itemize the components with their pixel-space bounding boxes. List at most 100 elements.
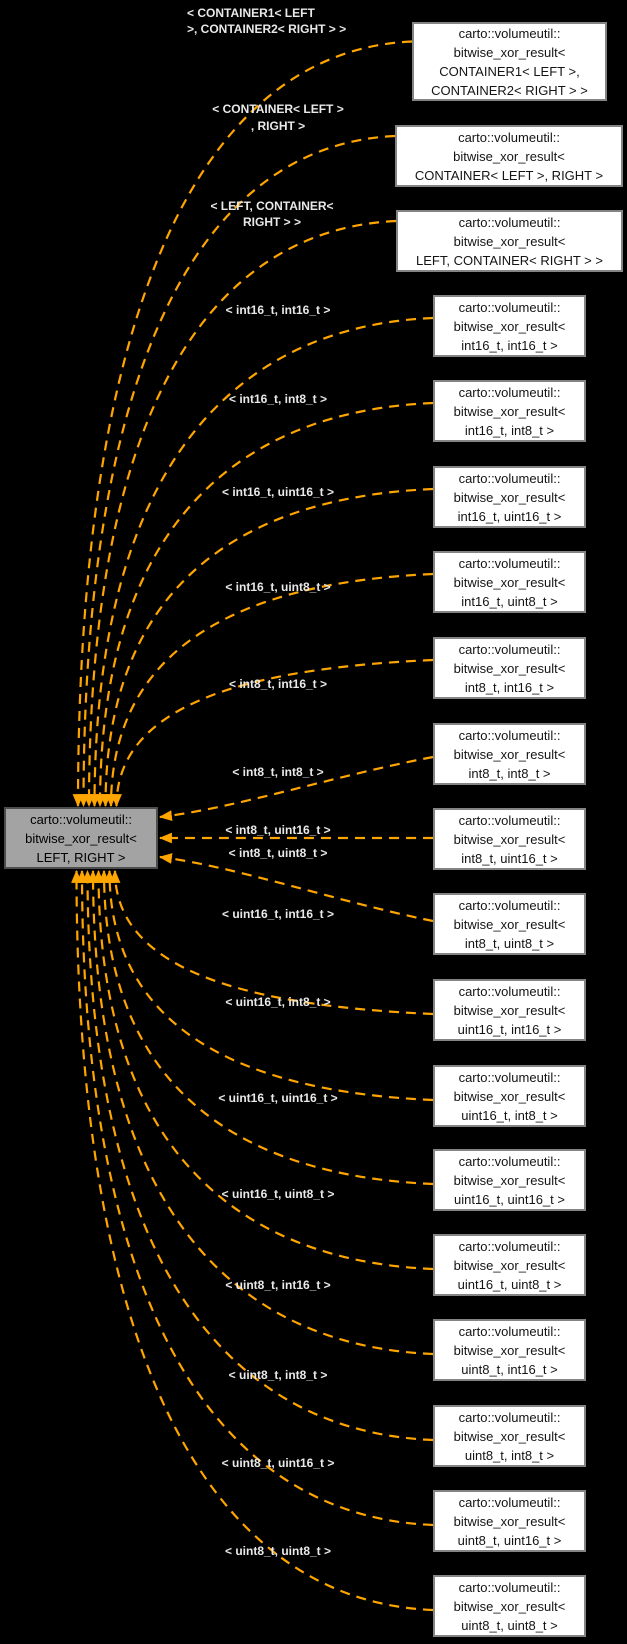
instantiation-class-node-line: bitwise_xor_result< [453, 1257, 566, 1273]
template-instantiation-edge [93, 869, 434, 1271]
instantiation-class-node[interactable]: carto::volumeutil::bitwise_xor_result<ui… [433, 1575, 586, 1637]
instantiation-class-node-line: carto::volumeutil:: [458, 1238, 561, 1254]
instantiation-class-node-line: uint16_t, uint16_t > [454, 1191, 565, 1207]
instantiation-class-node-line: carto::volumeutil:: [458, 555, 561, 571]
instantiation-class-node-line: bitwise_xor_result< [453, 1342, 566, 1358]
instantiation-class-node[interactable]: carto::volumeutil::bitwise_xor_result<in… [433, 808, 586, 870]
instantiation-class-node[interactable]: carto::volumeutil::bitwise_xor_result<in… [433, 637, 586, 699]
instantiation-class-node-line: carto::volumeutil:: [458, 1494, 561, 1510]
instantiation-class-node-line: bitwise_xor_result< [453, 489, 566, 505]
instantiation-class-node-line: bitwise_xor_result< [453, 1428, 566, 1444]
edge-template-args-label-line: < CONTAINER1< LEFT [187, 6, 315, 20]
instantiation-class-node-line: uint16_t, uint8_t > [457, 1276, 562, 1292]
edge-template-args-label: < uint16_t, uint8_t > [222, 1186, 335, 1202]
instantiation-class-node-line: carto::volumeutil:: [458, 214, 561, 230]
instantiation-class-node[interactable]: carto::volumeutil::bitwise_xor_result<ui… [433, 1490, 586, 1552]
instantiation-class-node-line: int16_t, uint16_t > [457, 508, 562, 524]
instantiation-class-node-line: int16_t, int16_t > [461, 337, 558, 353]
instantiation-class-node-line: carto::volumeutil:: [458, 1069, 561, 1085]
instantiation-class-node-line: carto::volumeutil:: [458, 983, 561, 999]
edge-template-args-label-line: < int8_t, int8_t > [232, 765, 324, 779]
edge-template-args-label: < int16_t, int16_t > [226, 302, 331, 318]
instantiation-class-node-line: int8_t, int8_t > [468, 765, 551, 781]
instantiation-class-node-line: uint8_t, int16_t > [461, 1361, 558, 1377]
edge-template-args-label-line: < int8_t, uint8_t > [228, 846, 328, 860]
template-instantiation-edge [100, 487, 434, 808]
edge-template-args-label-line: < int16_t, uint16_t > [221, 485, 335, 499]
instantiation-class-node-line: int16_t, int8_t > [464, 422, 555, 438]
instantiation-class-node-line: carto::volumeutil:: [458, 812, 561, 828]
template-instantiation-edge [109, 869, 434, 1016]
instantiation-class-node-line: bitwise_xor_result< [453, 318, 566, 334]
edge-template-args-label-line: < uint16_t, int16_t > [221, 907, 335, 921]
edge-template-args-label: < uint8_t, uint8_t > [225, 1543, 331, 1559]
instantiation-class-node-line: int8_t, int16_t > [464, 679, 555, 695]
edge-template-args-label: < uint8_t, int8_t > [229, 1367, 328, 1383]
instantiation-class-node-line: uint8_t, uint16_t > [457, 1532, 562, 1548]
edge-template-args-label: < int16_t, uint16_t > [222, 484, 334, 500]
edge-template-args-label-line: < uint8_t, uint16_t > [221, 1456, 335, 1470]
edge-template-args-label: < LEFT, CONTAINER<RIGHT > > [210, 198, 333, 230]
instantiation-class-node[interactable]: carto::volumeutil::bitwise_xor_result<CO… [412, 22, 607, 101]
edge-template-args-label: < uint16_t, uint16_t > [218, 1090, 337, 1106]
edge-template-args-label: < int8_t, uint8_t > [229, 845, 328, 861]
instantiation-class-node-line: bitwise_xor_result< [453, 574, 566, 590]
instantiation-class-node[interactable]: carto::volumeutil::bitwise_xor_result<in… [433, 466, 586, 528]
edge-template-args-label-line: , RIGHT > [250, 119, 306, 133]
instantiation-class-node[interactable]: carto::volumeutil::bitwise_xor_result<ui… [433, 1234, 586, 1296]
instantiation-class-node[interactable]: carto::volumeutil::bitwise_xor_result<ui… [433, 1149, 586, 1211]
instantiation-class-node-line: bitwise_xor_result< [453, 1002, 566, 1018]
instantiation-class-node-line: int8_t, uint16_t > [461, 850, 558, 866]
instantiation-class-node[interactable]: carto::volumeutil::bitwise_xor_result<ui… [433, 1065, 586, 1127]
template-instantiation-edge [94, 401, 434, 808]
instantiation-class-node-line: LEFT, CONTAINER< RIGHT > > [416, 252, 603, 268]
instantiation-class-node-line: bitwise_xor_result< [453, 233, 566, 249]
edge-template-args-label-line: < uint8_t, int16_t > [225, 1278, 331, 1292]
instantiation-class-node-line: carto::volumeutil:: [458, 129, 560, 145]
edge-template-args-label-line: < int16_t, int16_t > [225, 303, 331, 317]
instantiation-class-node[interactable]: carto::volumeutil::bitwise_xor_result<ui… [433, 979, 586, 1041]
instantiation-class-node-line: bitwise_xor_result< [453, 1088, 566, 1104]
edge-template-args-label-line: < uint16_t, uint8_t > [221, 1187, 335, 1201]
main-class-node-line: LEFT, RIGHT > [36, 849, 126, 865]
instantiation-class-node-line: carto::volumeutil:: [458, 1409, 561, 1425]
edge-template-args-label: < CONTAINER1< LEFT>, CONTAINER2< RIGHT >… [187, 5, 346, 37]
main-class-node-line: carto::volumeutil:: [30, 811, 132, 827]
instantiation-class-node-line: carto::volumeutil:: [458, 1323, 561, 1339]
instantiation-class-node[interactable]: carto::volumeutil::bitwise_xor_result<in… [433, 295, 586, 357]
instantiation-class-node[interactable]: carto::volumeutil::bitwise_xor_result<LE… [396, 210, 623, 272]
instantiation-class-node[interactable]: carto::volumeutil::bitwise_xor_result<in… [433, 551, 586, 613]
edge-template-args-label: < uint8_t, int16_t > [225, 1277, 330, 1293]
instantiation-class-node[interactable]: carto::volumeutil::bitwise_xor_result<ui… [433, 1405, 586, 1467]
instantiation-class-node-line: uint8_t, int8_t > [464, 1447, 555, 1463]
instantiation-class-node-line: carto::volumeutil:: [458, 641, 561, 657]
instantiation-class-node[interactable]: carto::volumeutil::bitwise_xor_result<in… [433, 893, 586, 955]
edge-template-args-label: < int8_t, int8_t > [232, 764, 323, 780]
instantiation-class-node-line: bitwise_xor_result< [453, 660, 566, 676]
edge-template-args-label: < int16_t, uint8_t > [225, 579, 330, 595]
instantiation-class-node[interactable]: carto::volumeutil::bitwise_xor_result<ui… [433, 1319, 586, 1381]
edge-template-args-label: < uint16_t, int16_t > [222, 906, 334, 922]
instantiation-class-node[interactable]: carto::volumeutil::bitwise_xor_result<in… [433, 723, 586, 785]
instantiation-class-node-line: int16_t, uint8_t > [461, 593, 558, 609]
instantiation-class-node-line: carto::volumeutil:: [458, 727, 561, 743]
main-class-node: carto::volumeutil:: bitwise_xor_result< … [4, 807, 158, 869]
instantiation-class-node-line: CONTAINER< LEFT >, RIGHT > [414, 167, 604, 183]
instantiation-class-node-line: CONTAINER2< RIGHT > > [431, 82, 588, 98]
edge-template-args-label: < int8_t, int16_t > [229, 676, 327, 692]
instantiation-class-node-line: carto::volumeutil:: [458, 897, 561, 913]
instantiation-class-node-line: bitwise_xor_result< [453, 916, 566, 932]
instantiation-class-node-line: uint16_t, int8_t > [461, 1107, 558, 1123]
instantiation-class-node-line: uint16_t, int16_t > [457, 1021, 562, 1037]
main-class-node-line: bitwise_xor_result< [25, 830, 137, 846]
instantiation-class-node-line: carto::volumeutil:: [458, 1579, 561, 1595]
edge-template-args-label: < uint16_t, int8_t > [225, 994, 330, 1010]
instantiation-class-node[interactable]: carto::volumeutil::bitwise_xor_result<in… [433, 380, 586, 442]
instantiation-class-node-line: bitwise_xor_result< [453, 1598, 566, 1614]
edge-template-args-label: < int16_t, int8_t > [229, 391, 327, 407]
instantiation-class-node[interactable]: carto::volumeutil::bitwise_xor_result<CO… [395, 125, 623, 187]
instantiation-class-node-line: int8_t, uint8_t > [464, 935, 555, 951]
template-instantiation-edge [71, 869, 434, 1612]
instantiation-class-node-line: bitwise_xor_result< [453, 746, 566, 762]
instantiation-class-node-line: bitwise_xor_result< [453, 148, 565, 164]
